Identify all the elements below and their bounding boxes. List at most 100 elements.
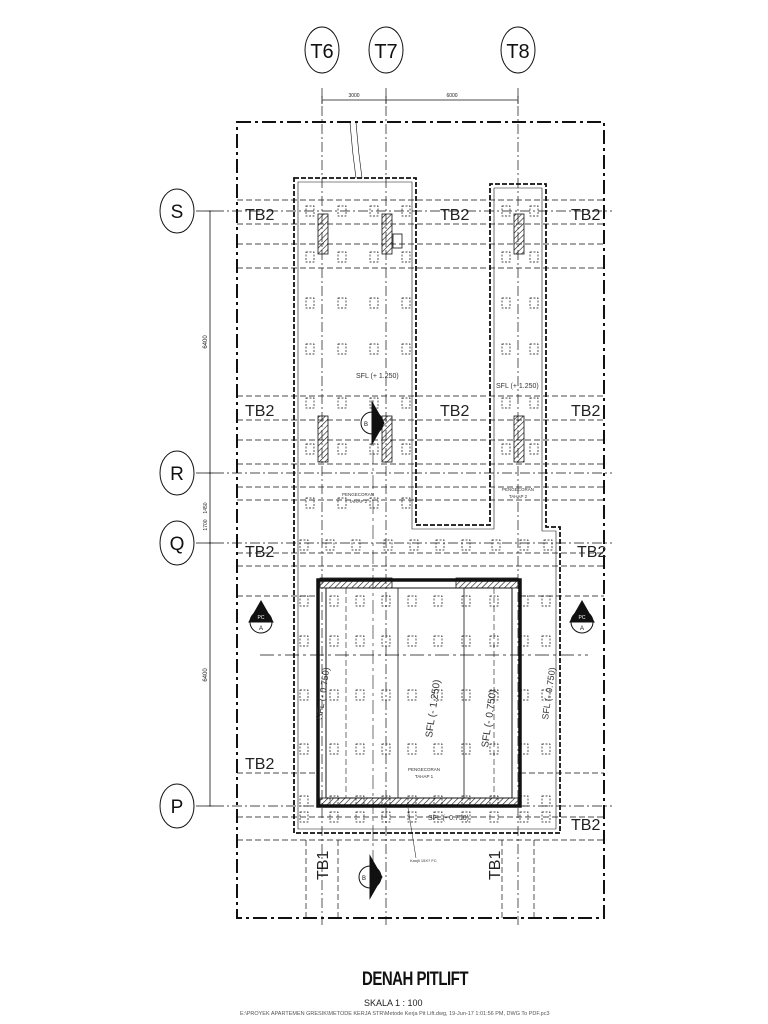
anchor-square: [329, 635, 339, 647]
anchor-square: [461, 595, 471, 607]
anchor-square: [541, 795, 551, 807]
anchor-square: [355, 811, 365, 823]
anchor-square: [337, 251, 347, 263]
pour-stage2-left-sub: TAHAP 2: [349, 499, 368, 504]
anchor-square: [325, 539, 335, 551]
anchor-square: [369, 497, 379, 509]
anchor-square: [529, 297, 539, 309]
anchor-square: [381, 689, 391, 701]
anchor-square: [433, 811, 443, 823]
grid-bubble-s: S: [159, 188, 195, 234]
anchor-square: [519, 811, 529, 823]
level-label-pit-center: SFL (- 1.250): [424, 679, 443, 739]
anchor-square: [355, 743, 365, 755]
anchor-square: [407, 811, 417, 823]
section-marker-b-bottom: [358, 854, 383, 900]
anchor-square: [337, 297, 347, 309]
anchor-square: [501, 205, 511, 217]
section-marker-b-top: [360, 400, 385, 446]
grid-row-label: P: [171, 797, 184, 818]
anchor-square: [351, 539, 361, 551]
anchor-square: [369, 205, 379, 217]
anchor-square: [519, 795, 529, 807]
anchor-square: [529, 205, 539, 217]
anchor-square: [461, 743, 471, 755]
anchor-square: [519, 635, 529, 647]
anchor-square: [299, 689, 309, 701]
anchor-square: [489, 595, 499, 607]
level-label-pit-center-right: SFL (- 0.750): [480, 689, 499, 749]
anchor-square: [461, 811, 471, 823]
anchor-square: [305, 443, 315, 455]
grid-row-label: S: [171, 202, 184, 223]
anchor-square: [355, 689, 365, 701]
marker-pc-text: PC: [372, 420, 378, 427]
anchor-square: [305, 343, 315, 355]
anchor-square: [305, 297, 315, 309]
anchor-square: [407, 689, 417, 701]
section-marker-a-right: [569, 599, 595, 634]
drawing-title: DENAH PITLIFT: [362, 968, 469, 991]
beam-label: TB2: [245, 756, 274, 773]
anchor-square: [435, 539, 445, 551]
anchor-square: [401, 343, 411, 355]
grid-column-label: T6: [310, 41, 333, 63]
grid-row-label: Q: [170, 534, 185, 555]
section-marker-a-left: [248, 599, 274, 634]
anchor-square: [337, 343, 347, 355]
anchor-square: [329, 595, 339, 607]
anchor-square: [407, 795, 417, 807]
marker-pc-text: PC: [579, 615, 586, 621]
anchor-square: [337, 397, 347, 409]
anchor-square: [491, 539, 501, 551]
anchor-square: [337, 497, 347, 509]
anchor-square: [305, 397, 315, 409]
beam-label: TB2: [245, 544, 274, 561]
anchor-note: Kanjil 15X? FC: [410, 858, 437, 863]
anchor-square: [519, 595, 529, 607]
grid-bubble-t7: T7: [368, 26, 404, 74]
anchor-square: [355, 595, 365, 607]
outer-boundary: [236, 121, 605, 919]
anchor-square: [369, 343, 379, 355]
anchor-square: [381, 811, 391, 823]
anchor-square: [501, 343, 511, 355]
anchor-square: [433, 795, 443, 807]
anchor-square: [501, 443, 511, 455]
marker-a-text: A: [580, 626, 584, 632]
dim-top-2: 6000: [446, 93, 457, 99]
anchor-square: [299, 595, 309, 607]
beam-label: TB2: [245, 403, 274, 420]
anchor-square: [541, 635, 551, 647]
slab-outline: [293, 177, 561, 834]
marker-a-text: A: [259, 626, 263, 632]
anchor-square: [401, 205, 411, 217]
beam-label: TB1: [487, 851, 504, 880]
anchor-square: [541, 689, 551, 701]
anchor-square: [299, 743, 309, 755]
anchor-square: [489, 635, 499, 647]
anchor-square: [337, 205, 347, 217]
anchor-square: [433, 689, 443, 701]
anchor-square: [461, 795, 471, 807]
anchor-square: [407, 743, 417, 755]
anchor-square: [299, 811, 309, 823]
anchor-square: [461, 635, 471, 647]
grid-column-label: T8: [506, 41, 529, 63]
anchor-square: [305, 205, 315, 217]
anchor-square: [541, 595, 551, 607]
pour-stage1: PENGECORAN: [408, 767, 440, 772]
marker-pc-text: PC: [370, 874, 376, 881]
beam-label: TB2: [577, 544, 606, 561]
anchor-square: [529, 343, 539, 355]
anchor-square: [381, 743, 391, 755]
anchor-square: [407, 595, 417, 607]
anchor-square: [299, 539, 309, 551]
anchor-square: [299, 795, 309, 807]
anchor-square: [461, 539, 471, 551]
anchor-square: [329, 689, 339, 701]
anchor-square: [529, 443, 539, 455]
pour-stage2-right-sub: TAHAP 2: [509, 494, 528, 499]
grid-bubble-p: P: [159, 783, 195, 829]
